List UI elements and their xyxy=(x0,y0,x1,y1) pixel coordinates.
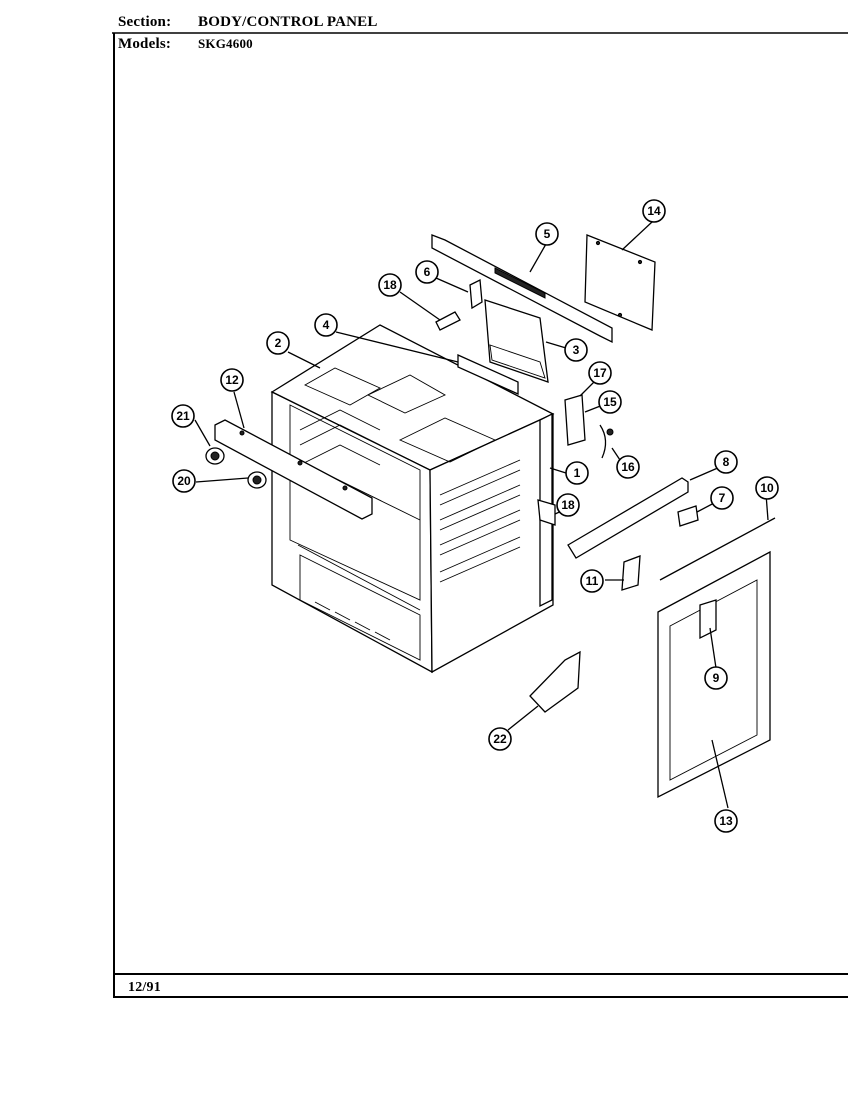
wire-connector xyxy=(599,424,614,459)
clip-19 xyxy=(435,311,461,331)
callout-18b: 18 xyxy=(378,273,402,297)
callout-label: 3 xyxy=(573,343,580,357)
callout-14: 14 xyxy=(642,199,666,223)
knob-21 xyxy=(205,447,225,465)
callout-13: 13 xyxy=(714,809,738,833)
callout-label: 21 xyxy=(176,409,190,423)
callout-label: 6 xyxy=(424,265,431,279)
callout-5: 5 xyxy=(535,222,559,246)
vent-strip xyxy=(457,353,519,396)
callout-label: 20 xyxy=(177,474,191,488)
callout-6: 6 xyxy=(415,260,439,284)
callout-label: 18 xyxy=(561,498,575,512)
callout-11: 11 xyxy=(580,569,604,593)
callout-17: 17 xyxy=(588,361,612,385)
callout-7: 7 xyxy=(710,486,734,510)
page-frame xyxy=(112,32,848,998)
callout-label: 18 xyxy=(383,278,397,292)
small-plate xyxy=(621,555,641,591)
door-bar xyxy=(567,477,689,559)
callout-4: 4 xyxy=(314,313,338,337)
callout-label: 4 xyxy=(323,318,330,332)
callout-label: 1 xyxy=(574,466,581,480)
footer-date: 12/91 xyxy=(128,980,161,995)
callout-label: 11 xyxy=(586,574,599,588)
callout-22: 22 xyxy=(488,727,512,751)
callout-label: 15 xyxy=(603,395,617,409)
back-plate xyxy=(584,234,656,331)
callout-label: 8 xyxy=(723,455,730,469)
callout-label: 16 xyxy=(621,460,635,474)
callout-label: 2 xyxy=(275,336,282,350)
latch-plate xyxy=(677,505,699,527)
knob-20 xyxy=(247,471,267,489)
callout-9: 9 xyxy=(704,666,728,690)
switch-box xyxy=(564,394,586,446)
rod xyxy=(659,517,776,581)
callout-20: 20 xyxy=(172,469,196,493)
callout-label: 10 xyxy=(760,481,774,495)
floor-bracket xyxy=(529,650,581,713)
callout-label: 12 xyxy=(225,373,239,387)
models-label: Models: xyxy=(118,36,172,52)
control-panel-housing xyxy=(484,299,549,383)
callout-1: 1 xyxy=(565,461,589,485)
callout-label: 22 xyxy=(493,732,507,746)
callout-3: 3 xyxy=(564,338,588,362)
callout-label: 7 xyxy=(719,491,726,505)
oven-body xyxy=(270,324,555,674)
small-bracket-6 xyxy=(469,278,483,310)
callout-label: 17 xyxy=(593,366,607,380)
section-label: Section: xyxy=(118,14,172,30)
callout-8: 8 xyxy=(714,450,738,474)
callout-15: 15 xyxy=(598,390,622,414)
callout-10: 10 xyxy=(755,476,779,500)
hinge-bracket-18 xyxy=(537,499,556,526)
models-value: SKG4600 xyxy=(198,36,253,51)
top-rear-panel xyxy=(431,234,613,344)
callout-label: 9 xyxy=(713,671,720,685)
callout-label: 13 xyxy=(719,814,733,828)
section-value: BODY/CONTROL PANEL xyxy=(198,14,378,30)
door-clip xyxy=(699,599,717,640)
callout-label: 5 xyxy=(544,227,551,241)
callout-16: 16 xyxy=(616,455,640,479)
callout-12: 12 xyxy=(220,368,244,392)
callout-21: 21 xyxy=(171,404,195,428)
callout-18: 18 xyxy=(556,493,580,517)
front-bracket-bar xyxy=(214,419,373,520)
callout-2: 2 xyxy=(266,331,290,355)
callout-label: 14 xyxy=(647,204,661,218)
